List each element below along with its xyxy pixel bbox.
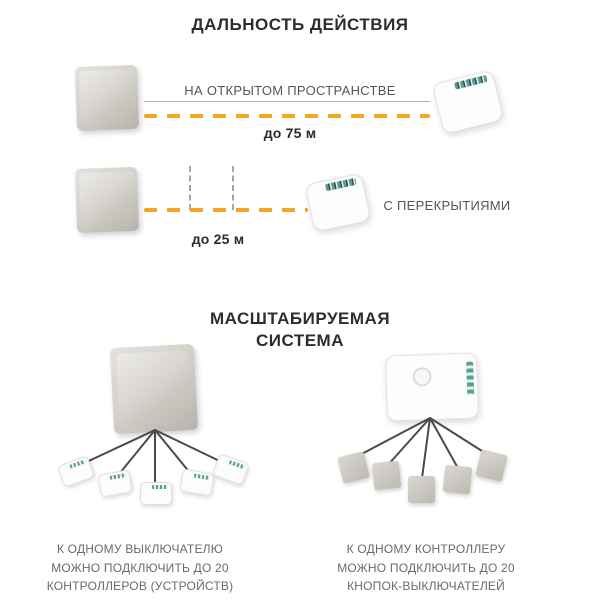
open-space-label: НА ОТКРЫТОМ ПРОСТРАНСТВЕ [184,83,396,98]
scalable-section-title: МАСШТАБИРУЕМАЯ СИСТЕМА [209,309,391,351]
relay-terminals-icon [325,177,357,192]
mini-switch-icon [371,460,402,491]
wall-switch-icon [109,343,199,435]
range-dashed-line-open [144,114,430,118]
wall-switch-icon [74,166,140,234]
walls-label: С ПЕРЕКРЫТИЯМИ [383,198,511,213]
switch-group-caption: К ОДНОМУ ВЫКЛЮЧАТЕЛЮ МОЖНО ПОДКЛЮЧИТЬ ДО… [46,542,234,594]
open-space-distance: до 75 м [263,125,317,141]
range-dashed-line-walls [144,208,308,212]
mini-relay-icon [140,482,172,505]
walls-distance: до 25 м [191,231,245,247]
relay-terminals-icon [466,361,475,396]
controller-group-caption: К ОДНОМУ КОНТРОЛЛЕРУ МОЖНО ПОДКЛЮЧИТЬ ДО… [337,542,515,594]
range-section-title: ДАЛЬНОСТЬ ДЕЙСТВИЯ [191,15,409,34]
mini-switch-icon [408,476,435,503]
wall-switch-icon [74,64,140,132]
wall-divider-icon [189,166,191,210]
relay-button-icon [412,367,432,387]
mini-switch-icon [442,464,473,495]
open-space-underline [144,101,430,102]
relay-terminals-icon [453,74,488,90]
wall-divider-icon [232,166,234,210]
relay-controller-icon [304,172,372,233]
relay-controller-icon [431,69,505,135]
